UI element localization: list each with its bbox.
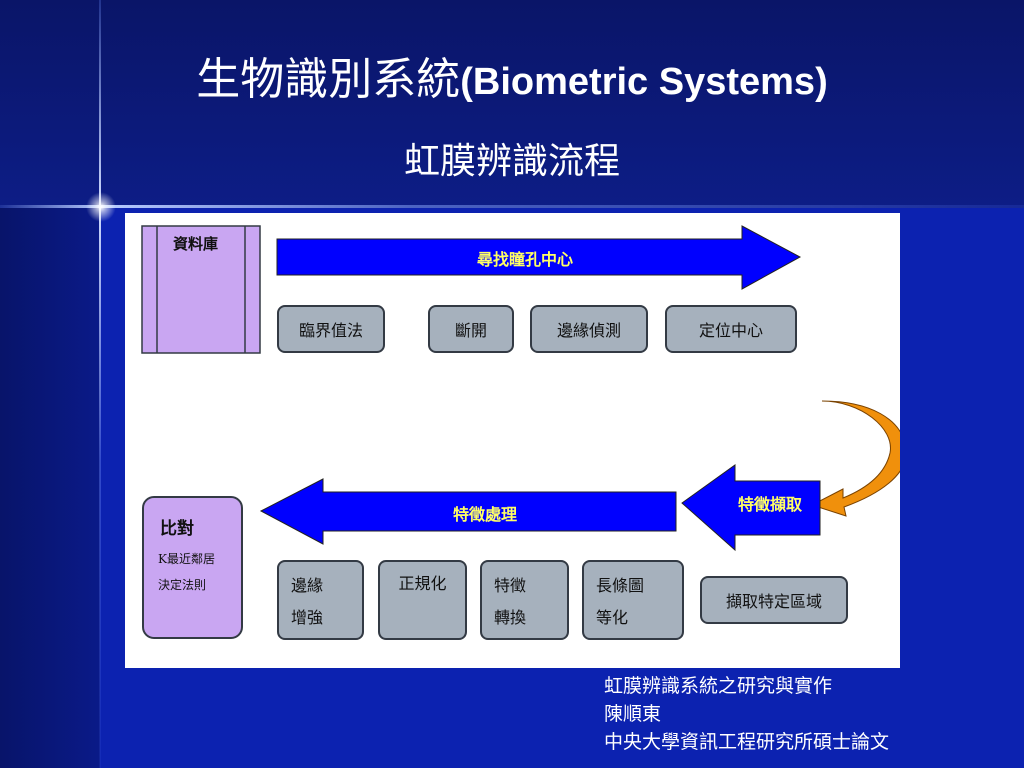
find-pupil-arrow bbox=[276, 225, 802, 290]
feature-extraction-label: 特徵擷取 bbox=[737, 495, 802, 514]
feature-extraction-arrow bbox=[681, 464, 821, 552]
step-locate-center: 定位中心 bbox=[665, 305, 797, 353]
step-extract-region: 擷取特定區域 bbox=[700, 576, 848, 624]
compare-rule: K最近鄰居 決定法則 bbox=[158, 552, 215, 592]
diagram-panel: 資料庫 尋找瞳孔中心 臨界值法 斷開 邊緣偵測 定位中心 特徵擷取 特徵處理 比… bbox=[125, 213, 900, 668]
citation-title: 虹膜辨識系統之研究與實作 bbox=[604, 675, 833, 697]
step-histogram-eq: 長條圖 等化 bbox=[582, 560, 684, 640]
title-english: (Biometric Systems) bbox=[460, 61, 828, 103]
database-box bbox=[141, 225, 261, 354]
header-background bbox=[0, 0, 1024, 208]
title-chinese: 生物識別系統 bbox=[196, 54, 461, 105]
database-label: 資料庫 bbox=[173, 235, 219, 253]
light-spark bbox=[86, 192, 116, 222]
citation: 虹膜辨識系統之研究與實作 陳順東 中央大學資訊工程研究所碩士論文 bbox=[604, 672, 889, 756]
step-edge-detection: 邊緣偵測 bbox=[530, 305, 648, 353]
left-band bbox=[0, 208, 100, 768]
step-feature-transform: 特徵 轉換 bbox=[480, 560, 569, 640]
citation-author: 陳順東 bbox=[604, 703, 662, 725]
diagram-shapes bbox=[141, 225, 900, 552]
step-opening: 斷開 bbox=[428, 305, 514, 353]
citation-institution: 中央大學資訊工程研究所碩士論文 bbox=[604, 731, 890, 753]
horizontal-rule bbox=[0, 205, 1024, 208]
compare-title: 比對 bbox=[160, 519, 194, 539]
feature-processing-label: 特徵處理 bbox=[452, 505, 517, 524]
feature-processing-arrow bbox=[259, 478, 677, 545]
slide-title: 生物識別系統(Biometric Systems) bbox=[0, 58, 1024, 102]
curved-arrow bbox=[810, 400, 900, 517]
step-normalize: 正規化 bbox=[378, 560, 467, 640]
slide-subtitle: 虹膜辨識流程 bbox=[403, 141, 620, 182]
find-pupil-label: 尋找瞳孔中心 bbox=[476, 250, 573, 269]
step-edge-enhance: 邊緣 增強 bbox=[277, 560, 364, 640]
compare-box: 比對 K最近鄰居 決定法則 bbox=[142, 496, 243, 639]
vertical-rule bbox=[99, 0, 101, 768]
step-threshold: 臨界值法 bbox=[277, 305, 385, 353]
